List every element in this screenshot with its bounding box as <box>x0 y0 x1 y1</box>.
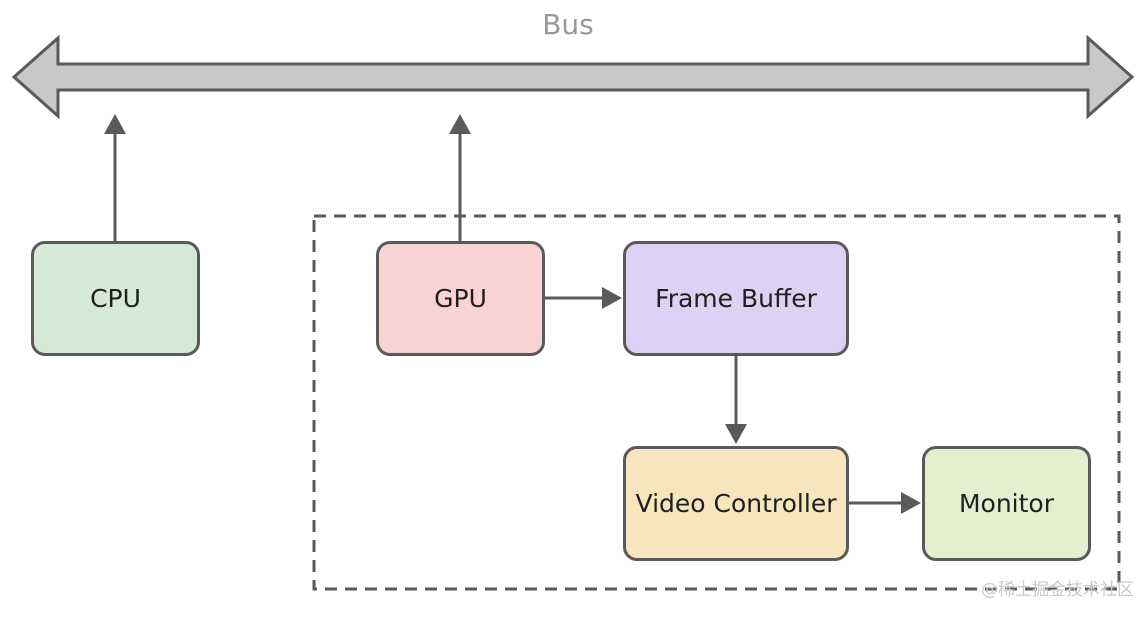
edge-gpu-to-bus <box>449 114 471 241</box>
gpu-group-boundary <box>312 214 1121 591</box>
edge-videocontroller-to-monitor <box>849 492 921 514</box>
edge-framebuffer-to-videocontroller <box>725 356 747 444</box>
arrowhead-icon <box>104 114 126 134</box>
watermark: @稀土掘金技术社区 <box>981 580 1134 600</box>
frame-buffer-node: Frame Buffer <box>623 241 849 356</box>
arrowhead-icon <box>602 287 622 309</box>
bus-arrow <box>11 34 1135 120</box>
edge-cpu-to-bus <box>104 114 126 241</box>
cpu-node: CPU <box>31 241 200 356</box>
arrowhead-icon <box>449 114 471 134</box>
bus-label: Bus <box>542 8 594 41</box>
edge-gpu-to-framebuffer <box>545 287 622 309</box>
arrowhead-icon <box>901 492 921 514</box>
arrowhead-icon <box>725 424 747 444</box>
video-controller-node: Video Controller <box>623 446 849 561</box>
gpu-node: GPU <box>376 241 545 356</box>
monitor-node: Monitor <box>922 446 1091 561</box>
